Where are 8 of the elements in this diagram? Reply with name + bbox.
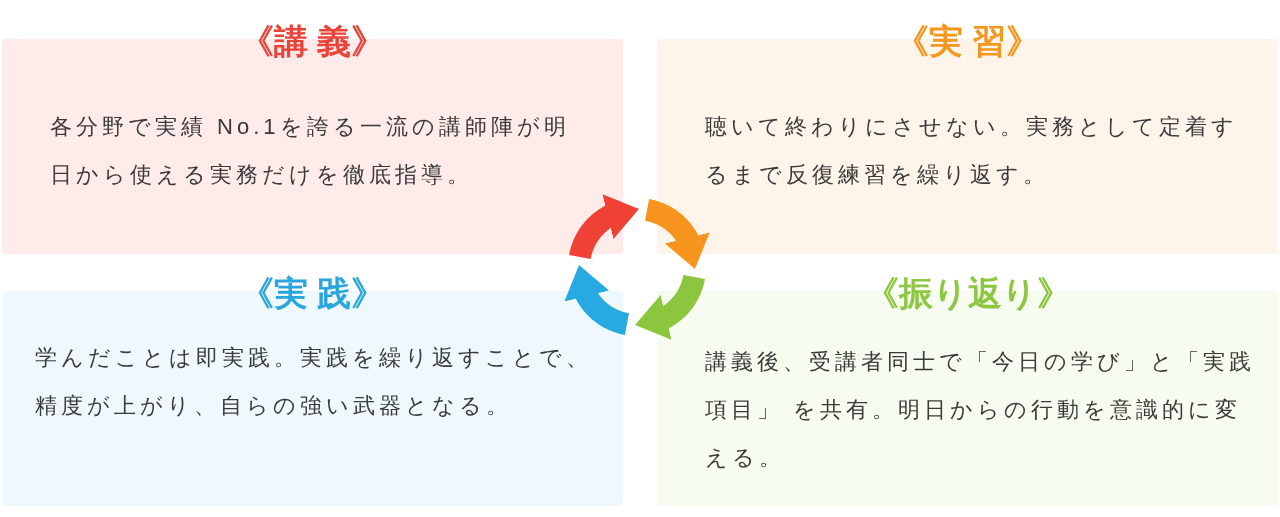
section-description: 聴いて終わりにさせない。実務として定着するまで反復練習を繰り返す。 (705, 113, 1239, 189)
section-heading: 《実 践》 (239, 273, 386, 313)
section-heading: 《講 義》 (239, 21, 386, 61)
section-description: 学んだことは即実践。実践を繰り返すことで、精度が上がり、自らの強い武器となる。 (35, 344, 593, 420)
section-description: 講義後、受講者同士で「今日の学び」と「実践項目」 を共有。明日からの行動を意識的に変える。 (705, 348, 1255, 472)
section-heading: 《振り返り》 (864, 273, 1071, 313)
section-heading: 《実 習》 (894, 21, 1041, 61)
section-description: 各分野で実績 No.1を誇る一流の講師陣が明日から使える実務だけを徹底指導。 (50, 113, 571, 189)
